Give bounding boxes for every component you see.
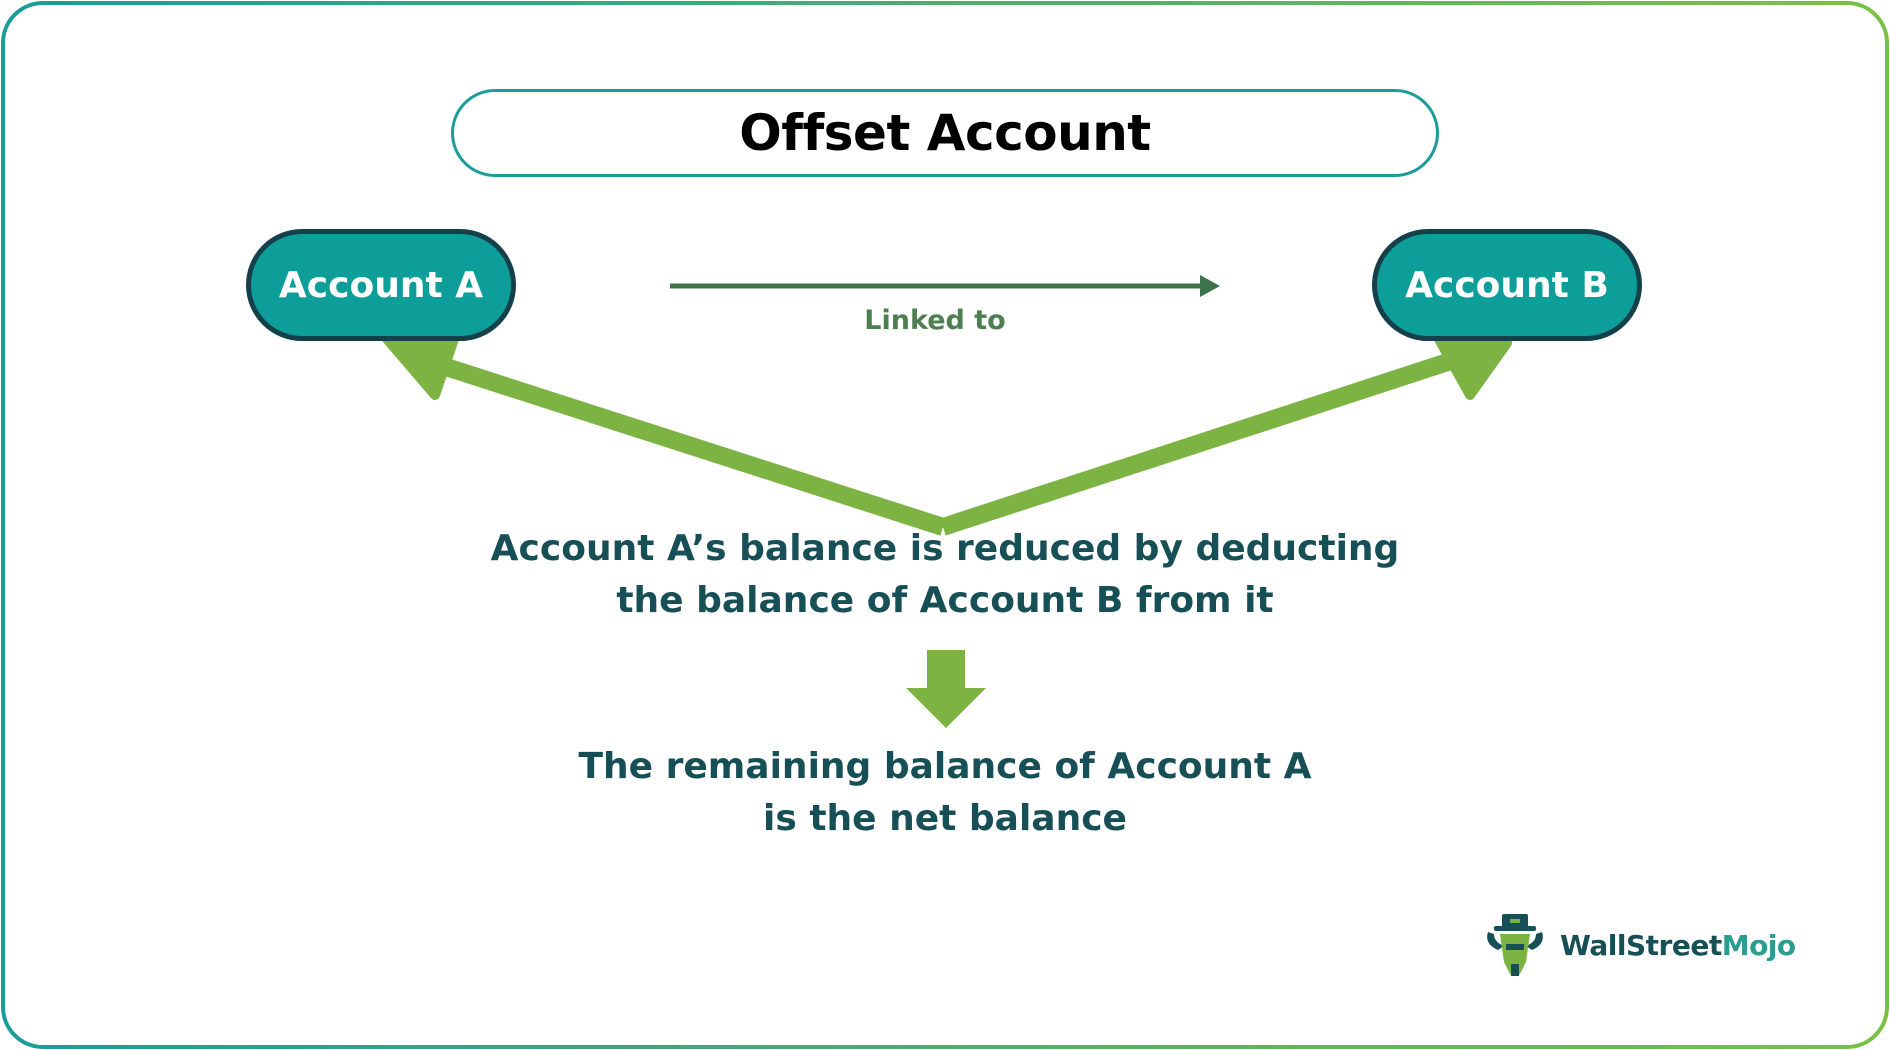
logo-text-part-1: WallStreet [1560,928,1722,962]
logo-text-part-2: Mojo [1721,928,1796,962]
reduction-line-1: Account A’s balance is reduced by deduct… [490,528,1400,569]
title-box: Offset Account [451,89,1439,177]
logo-wordmark: WallStreetMojo [1560,929,1796,962]
account-b-node: Account B [1372,229,1642,341]
down-arrow [906,650,986,728]
bull-with-hat-icon [1487,914,1543,976]
result-line-2: is the net balance [763,798,1127,839]
reduction-statement: Account A’s balance is reduced by deduct… [430,523,1460,627]
result-line-1: The remaining balance of Account A [578,746,1312,787]
wallstreetmojo-logo: WallStreetMojo [1482,910,1796,980]
result-statement: The remaining balance of Account A is th… [430,741,1460,845]
reduction-line-2: the balance of Account B from it [616,580,1274,621]
account-a-node: Account A [246,229,516,341]
page-title: Offset Account [739,104,1151,162]
linked-to-label: Linked to [864,305,1006,336]
linked-arrow [670,275,1220,297]
account-a-label: Account A [278,264,484,306]
account-b-label: Account B [1405,264,1609,306]
